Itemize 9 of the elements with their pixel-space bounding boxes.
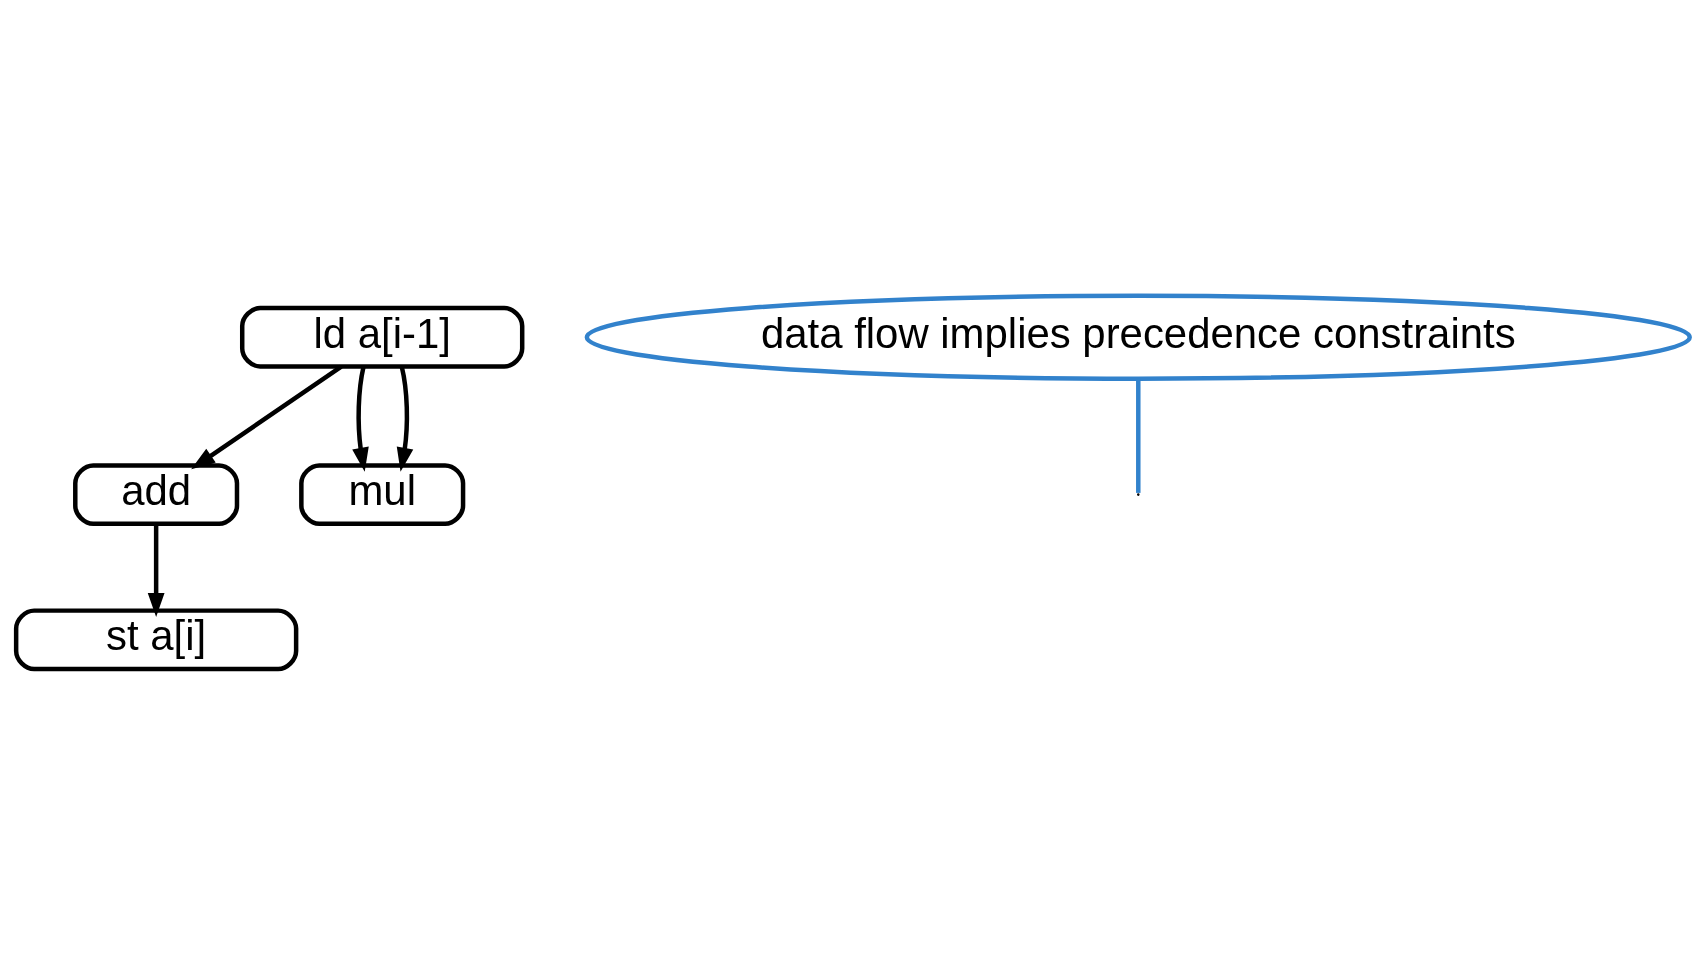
arrow bbox=[147, 524, 165, 618]
arrow bbox=[352, 366, 369, 472]
connector bbox=[1136, 378, 1141, 493]
node-ellipse: data flow implies precedence constraints bbox=[584, 293, 1692, 381]
node-box: ld a[i-1] bbox=[240, 305, 525, 369]
arrow bbox=[396, 366, 414, 472]
node-box: st a[i] bbox=[13, 608, 299, 672]
node-box: add bbox=[73, 463, 240, 527]
node-box: mul bbox=[299, 463, 466, 527]
